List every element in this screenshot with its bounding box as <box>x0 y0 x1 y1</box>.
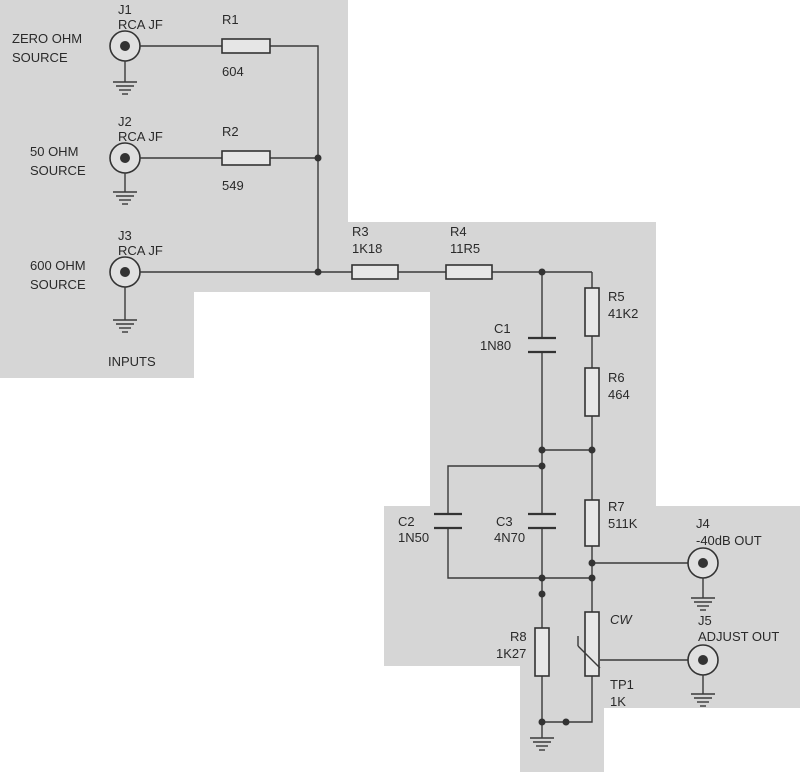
junction-dot <box>588 446 596 454</box>
junction-dot <box>562 718 570 726</box>
r2-ref: R2 <box>222 124 239 139</box>
r1-value: 604 <box>222 64 244 79</box>
junction-dot <box>538 268 546 276</box>
r8-value: 1K27 <box>496 646 526 661</box>
ground-icon <box>113 81 137 95</box>
r3-value: 1K18 <box>352 241 382 256</box>
j2-source-line2: SOURCE <box>30 163 86 178</box>
junction-dot <box>588 559 596 567</box>
output-panel-lower <box>520 660 604 772</box>
j5-label: ADJUST OUT <box>698 629 779 644</box>
inputs-panel-lower <box>0 290 194 378</box>
j3-type: RCA JF <box>118 243 163 258</box>
j2-ref: J2 <box>118 114 132 129</box>
j1-source-line2: SOURCE <box>12 50 68 65</box>
connector-j2: J2 RCA JF 50 OHM SOURCE <box>30 114 163 205</box>
junction-dot <box>538 718 546 726</box>
j1-type: RCA JF <box>118 17 163 32</box>
c1-ref: C1 <box>494 321 511 336</box>
connector-j4: J4 -40dB OUT <box>687 516 762 611</box>
junctions <box>314 154 596 726</box>
ground-icon <box>530 737 554 751</box>
r1-ref: R1 <box>222 12 239 27</box>
resistor-r5: R5 41K2 <box>584 287 638 337</box>
j3-source-line1: 600 OHM <box>30 258 86 273</box>
r7-value: 511K <box>608 516 638 531</box>
ground-icon <box>691 597 715 611</box>
c3-value: 4N70 <box>494 530 525 545</box>
resistor-r7: R7 511K <box>584 499 638 547</box>
j3-source-line2: SOURCE <box>30 277 86 292</box>
ground-icon <box>113 319 137 333</box>
j3-ref: J3 <box>118 228 132 243</box>
tp1-wiper-mark: CW <box>610 612 633 627</box>
junction-dot <box>538 462 546 470</box>
j2-type: RCA JF <box>118 129 163 144</box>
j1-source-line1: ZERO OHM <box>12 31 82 46</box>
r5-value: 41K2 <box>608 306 638 321</box>
connector-j5: J5 ADJUST OUT <box>687 613 779 707</box>
junction-dot <box>588 574 596 582</box>
junction-dot <box>538 446 546 454</box>
r5-ref: R5 <box>608 289 625 304</box>
junction-dot <box>314 154 322 162</box>
j4-ref: J4 <box>696 516 710 531</box>
junction-dot <box>314 268 322 276</box>
connector-j3: J3 RCA JF 600 OHM SOURCE <box>30 228 163 333</box>
r2-value: 549 <box>222 178 244 193</box>
tp1-ref: TP1 <box>610 677 634 692</box>
r4-value: 11R5 <box>450 241 480 256</box>
inputs-label: INPUTS <box>108 354 156 369</box>
tp1-value: 1K <box>610 694 626 709</box>
resistor-r8: R8 1K27 <box>496 627 550 677</box>
r8-ref: R8 <box>510 629 527 644</box>
c1-value: 1N80 <box>480 338 511 353</box>
j5-ref: J5 <box>698 613 712 628</box>
resistor-r3: R3 1K18 <box>351 224 399 280</box>
r4-ref: R4 <box>450 224 467 239</box>
capacitor-c2: C2 1N50 <box>398 512 462 545</box>
ground-icon <box>691 693 715 707</box>
c3-ref: C3 <box>496 514 513 529</box>
j1-ref: J1 <box>118 2 132 17</box>
c2-value: 1N50 <box>398 530 429 545</box>
capacitor-c3: C3 4N70 <box>494 512 556 545</box>
resistor-r2: R2 549 <box>221 124 271 193</box>
r6-value: 464 <box>608 387 630 402</box>
resistor-r1: R1 604 <box>221 12 271 79</box>
connector-j1: J1 RCA JF ZERO OHM SOURCE <box>12 2 163 95</box>
trimmer-tp1: CW TP1 1K <box>577 611 634 709</box>
j2-source-line1: 50 OHM <box>30 144 78 159</box>
resistor-r4: R4 11R5 <box>445 224 493 280</box>
junction-dot <box>538 590 546 598</box>
r7-ref: R7 <box>608 499 625 514</box>
junction-dot <box>538 574 546 582</box>
resistor-r6: R6 464 <box>584 367 630 417</box>
capacitor-c1: C1 1N80 <box>480 321 556 354</box>
c2-ref: C2 <box>398 514 415 529</box>
r6-ref: R6 <box>608 370 625 385</box>
j4-label: -40dB OUT <box>696 533 762 548</box>
ground-icon <box>113 191 137 205</box>
r3-ref: R3 <box>352 224 369 239</box>
